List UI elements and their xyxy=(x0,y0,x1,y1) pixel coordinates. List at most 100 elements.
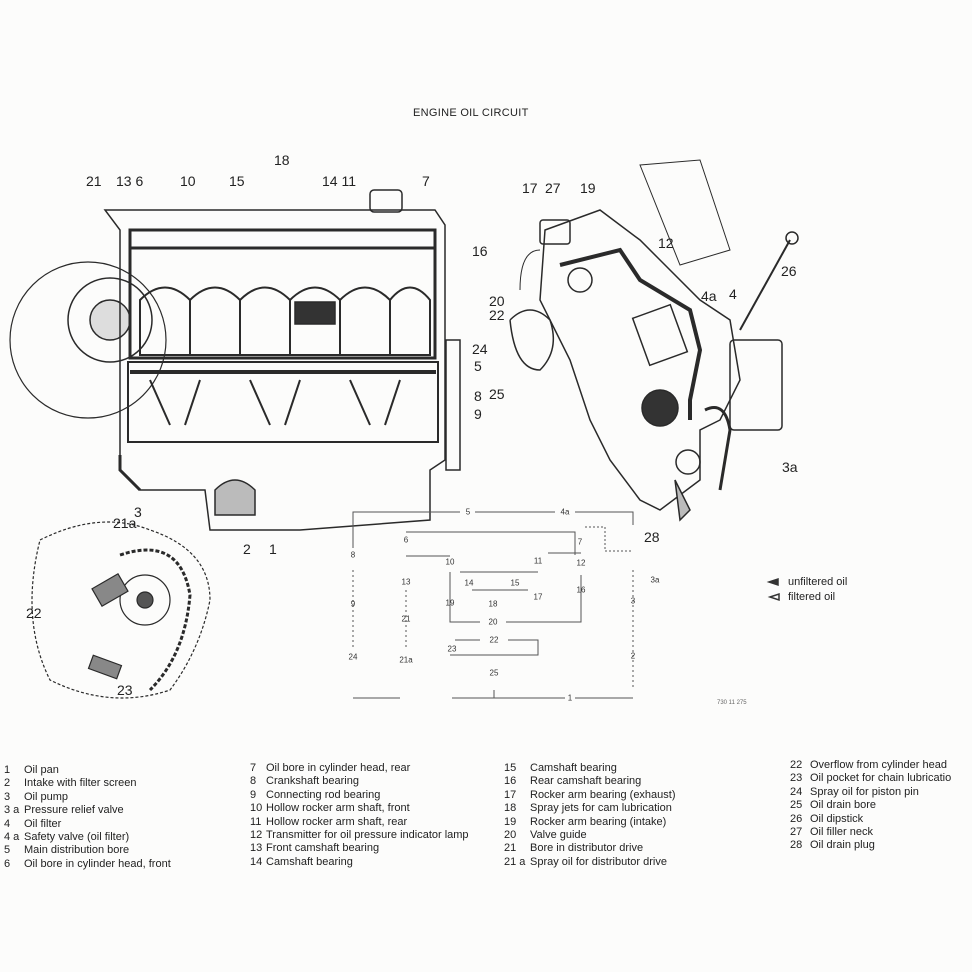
callout-5: 5 xyxy=(474,358,482,374)
legend-item-text: Oil dipstick xyxy=(810,812,864,825)
legend-item-number: 21 a xyxy=(504,855,526,868)
legend-item-text: Front camshaft bearing xyxy=(266,842,380,855)
legend-item-text: Rocker arm bearing (intake) xyxy=(530,815,667,828)
flow-node-21: 21 xyxy=(401,614,411,624)
flow-node-10: 10 xyxy=(445,557,455,567)
flow-node-3a: 3a xyxy=(650,575,660,585)
callout-22: 22 xyxy=(489,307,505,323)
legend-column-3: 15 Camshaft bearing 16 Rear camshaft bearin… xyxy=(504,762,676,869)
legend-item-text: Overflow from cylinder head xyxy=(810,759,947,771)
callout-28: 28 xyxy=(644,529,660,545)
callout-20: 20 xyxy=(489,293,505,309)
callout-2: 2 xyxy=(243,541,251,557)
legend-item-text: Hollow rocker arm shaft, rear xyxy=(266,815,408,828)
flow-node-20: 20 xyxy=(488,617,498,627)
callout-12: 12 xyxy=(658,235,674,251)
legend-item-number: 2 xyxy=(4,777,11,790)
legend-item-text: Camshaft bearing xyxy=(530,762,617,774)
legend-item-text: Safety valve (oil filter) xyxy=(24,831,130,844)
callout-3a: 3a xyxy=(782,459,798,475)
legend-item-text: Connecting rod bearing xyxy=(266,788,381,801)
legend-item-text: Intake with filter screen xyxy=(24,777,137,790)
flow-node-15: 15 xyxy=(510,578,520,588)
legend-item-text: Main distribution bore xyxy=(24,844,130,857)
legend-item-number: 23 xyxy=(790,772,803,785)
flow-node-23: 23 xyxy=(447,644,457,654)
legend-item-number: 11 xyxy=(250,815,262,828)
legend-item-number: 24 xyxy=(790,785,803,798)
legend-item-number: 17 xyxy=(504,788,517,801)
callout-14-11: 14 11 xyxy=(322,173,356,189)
legend-item-number: 16 xyxy=(504,775,517,788)
legend-item-number: 3 a xyxy=(4,804,20,817)
legend-item-number: 27 xyxy=(790,826,803,839)
legend-item-number: 4 xyxy=(4,817,11,830)
callout-16: 16 xyxy=(472,243,488,259)
flow-node-2: 2 xyxy=(630,651,636,661)
legend-item-text: Spray oil for distributor drive xyxy=(530,855,667,868)
flow-node-9: 9 xyxy=(350,599,356,609)
legend-item-text: Oil pump xyxy=(24,790,69,803)
callout-15: 15 xyxy=(229,173,245,189)
legend-item-text: Rear camshaft bearing xyxy=(530,775,642,788)
legend-item-text: Pressure relief valve xyxy=(24,804,124,817)
legend-item-number: 22 xyxy=(790,759,803,771)
flow-node-4a: 4a xyxy=(560,507,570,517)
callout-21: 21 xyxy=(86,173,102,189)
legend-item: 22 Overflow from cylinder head xyxy=(790,759,951,772)
diagram-title: ENGINE OIL CIRCUIT xyxy=(413,107,529,119)
legend-item-text: Oil filter xyxy=(24,817,62,830)
legend-item-number: 14 xyxy=(250,855,263,868)
flow-node-11: 11 xyxy=(533,556,543,566)
callout-17: 17 xyxy=(522,180,538,196)
key-arrows xyxy=(766,577,780,602)
timing-chain-detail xyxy=(31,521,211,699)
legend-item-text: Oil bore in cylinder head, rear xyxy=(266,762,411,774)
flow-node-12: 12 xyxy=(576,558,586,568)
callout-24: 24 xyxy=(472,341,488,357)
legend-item-text: Oil drain plug xyxy=(810,839,875,852)
legend-item-text: Oil pan xyxy=(24,764,59,776)
flow-node-13: 13 xyxy=(401,577,411,587)
flow-node-8: 8 xyxy=(350,550,356,560)
legend-item-number: 21 xyxy=(504,842,517,855)
flow-node-17: 17 xyxy=(533,592,543,602)
legend-item: 21 a Spray oil for distributor drive xyxy=(504,856,676,869)
legend-item: 9 Connecting rod bearing xyxy=(250,789,469,802)
flow-node-16: 16 xyxy=(576,585,586,595)
legend-item-number: 4 a xyxy=(4,831,20,844)
flow-node-19: 19 xyxy=(445,598,455,608)
legend-item-number: 10 xyxy=(250,802,263,815)
legend-item-text: Crankshaft bearing xyxy=(266,775,359,788)
flow-node-25: 25 xyxy=(489,668,499,678)
callout-18: 18 xyxy=(274,152,290,168)
callout-21a: 21a xyxy=(113,515,137,531)
legend-item-number: 15 xyxy=(504,762,517,774)
callout-7: 7 xyxy=(422,173,430,189)
legend-item-number: 25 xyxy=(790,799,803,812)
callout-3: 3 xyxy=(134,504,142,520)
legend-item-number: 9 xyxy=(250,788,257,801)
legend-item-number: 13 xyxy=(250,842,263,855)
callout-4: 4 xyxy=(729,286,737,302)
flow-node-14: 14 xyxy=(464,578,474,588)
legend-item-number: 12 xyxy=(250,829,263,842)
callout-22-chain: 22 xyxy=(26,605,42,621)
callout-27: 27 xyxy=(545,180,561,196)
legend-item-text: Transmitter for oil pressure indicator l… xyxy=(266,829,469,842)
